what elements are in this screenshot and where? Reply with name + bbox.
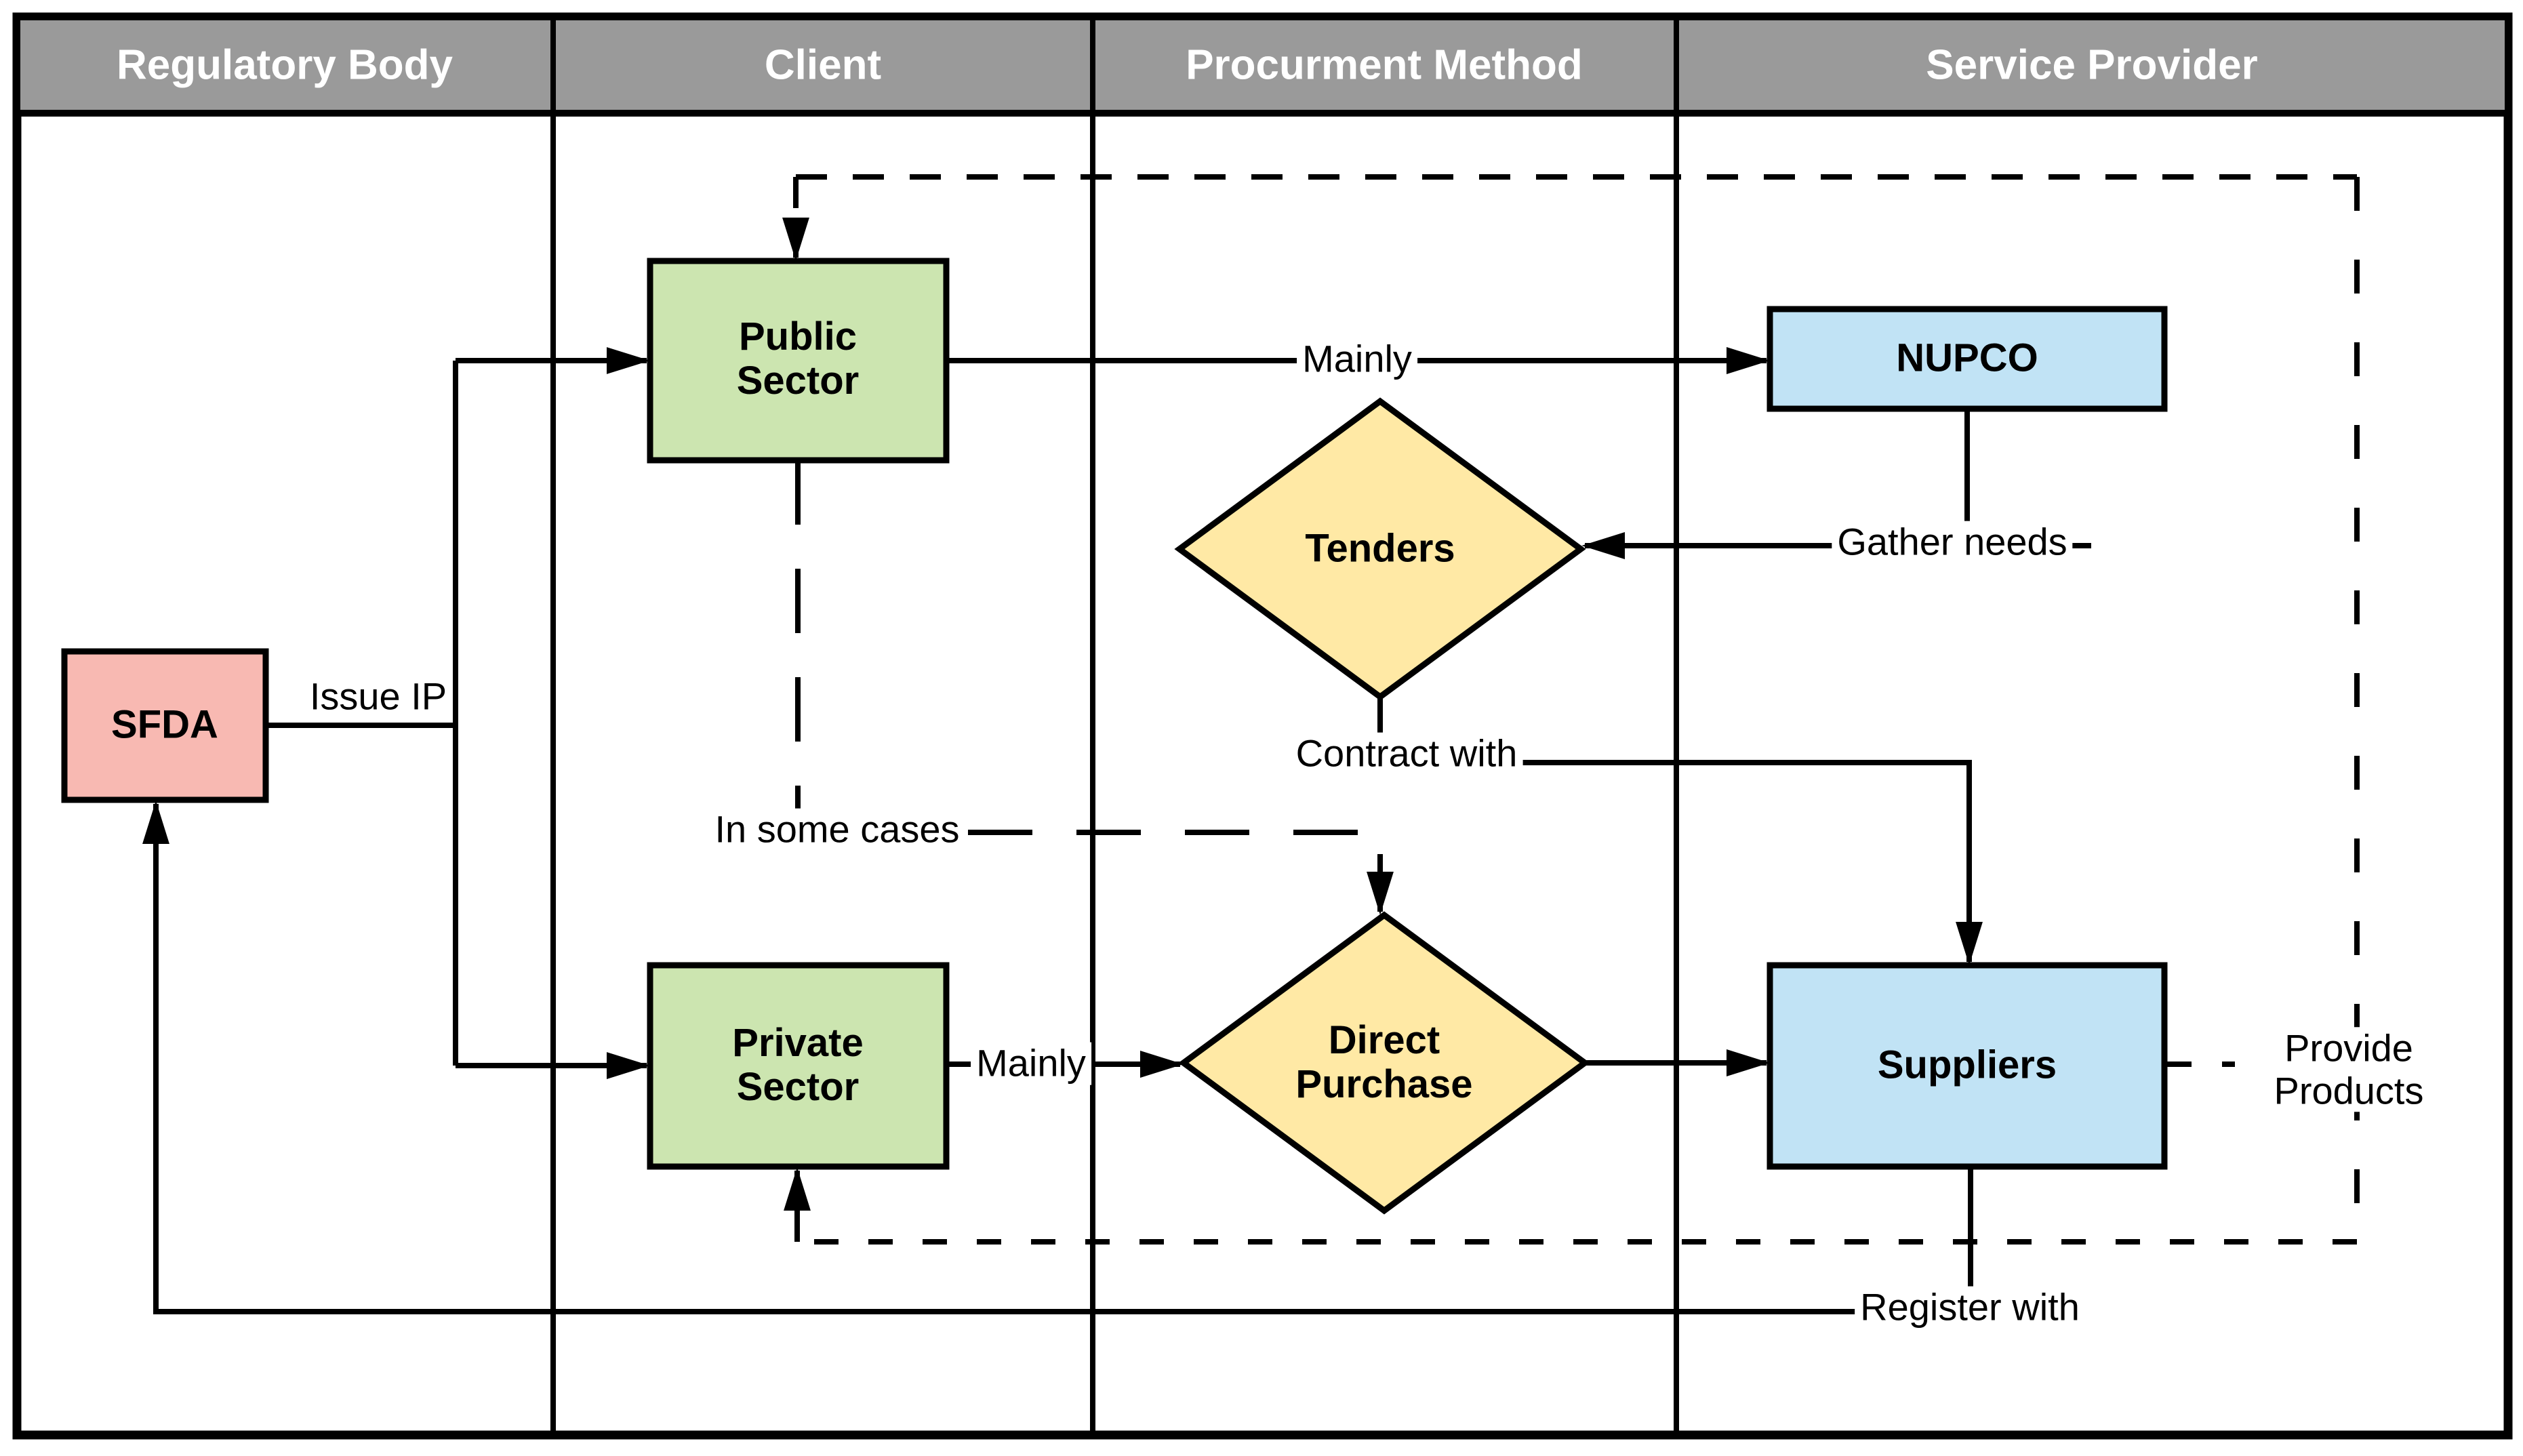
direct-purchase-label: Direct Purchase bbox=[1295, 1018, 1473, 1106]
dashed-in-some-cases-path bbox=[795, 460, 1383, 874]
lane-header-regulatory-body: Regulatory Body bbox=[116, 41, 453, 89]
edge-label-provide-products: Provide Products bbox=[2235, 1026, 2463, 1112]
sfda-box bbox=[61, 648, 269, 803]
edge-label-register-with: Register with bbox=[1855, 1286, 2085, 1329]
nupco-label: NUPCO bbox=[1896, 336, 2038, 380]
connector-tenders-to-suppliers bbox=[1377, 697, 1983, 965]
direct-purchase-diamond bbox=[1178, 911, 1590, 1215]
private-sector-label: Private Sector bbox=[732, 1021, 864, 1109]
edge-label-in-some-cases: In some cases bbox=[709, 808, 965, 851]
edge-label-contract-with: Contract with bbox=[1290, 732, 1523, 775]
edge-label-gather-needs: Gather needs bbox=[1832, 521, 2073, 564]
suppliers-box bbox=[1767, 962, 2168, 1170]
edge-label-mainly-public: Mainly bbox=[1297, 338, 1417, 381]
tenders-diamond bbox=[1174, 397, 1586, 701]
tenders-label: Tenders bbox=[1305, 526, 1455, 571]
lane-header-service-provider: Service Provider bbox=[1926, 41, 2258, 89]
lane-header-client: Client bbox=[764, 41, 882, 89]
private-sector-box bbox=[647, 962, 950, 1170]
sfda-label: SFDA bbox=[111, 702, 218, 747]
edge-label-mainly-private: Mainly bbox=[971, 1042, 1091, 1085]
header-band bbox=[14, 14, 2511, 117]
lane-header-procurment-method: Procurment Method bbox=[1186, 41, 1583, 89]
public-sector-box bbox=[647, 258, 950, 464]
edge-label-issue-ip: Issue IP bbox=[309, 674, 447, 718]
public-sector-label: Public Sector bbox=[736, 315, 860, 403]
suppliers-label: Suppliers bbox=[1877, 1043, 2057, 1087]
nupco-box bbox=[1767, 306, 2168, 412]
